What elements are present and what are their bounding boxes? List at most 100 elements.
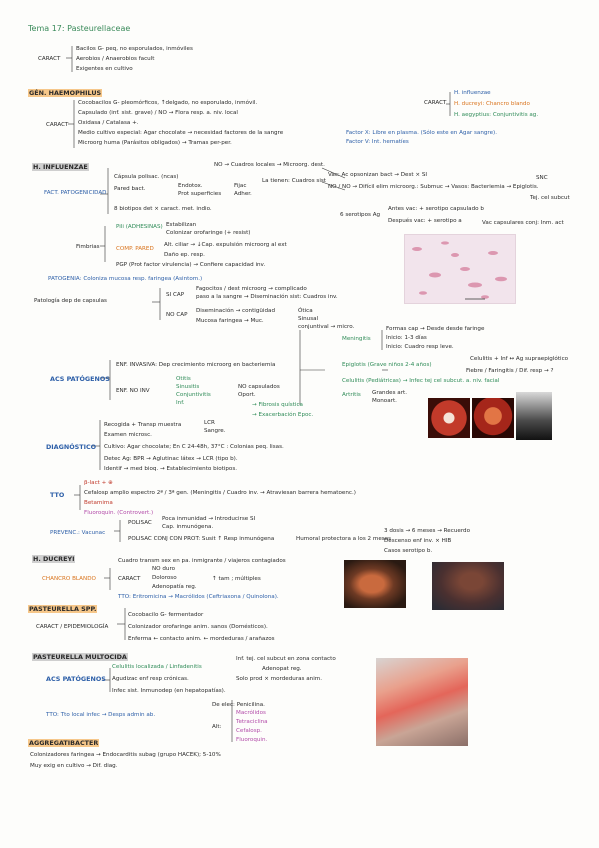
multocida-item: Infec sist. Inmunodep (en hepatopatías). [112,688,226,694]
fact-patogenicidad: FACT. PATOGENICIDAD [44,190,107,196]
serotipos: 6 serotipos Ag [340,212,381,218]
page-title: Tema 17: Pasteurellaceae [28,24,131,33]
vac-item: NO / NO → Difícil elim microorg.: Submuc… [328,184,539,190]
mening-item: Inicio: Cuadro resp leve. [386,344,454,350]
dosis-item: Casos serotipo b. [384,548,433,554]
tto-item: Cefalosp amplio espectro 2ª / 3ª gen. (M… [84,490,356,496]
species-caract-label: CARACT [424,100,447,106]
fibrosis: → Fibrosis quística [252,402,303,408]
tto-ducreyi: TTO: Eritromicina → Macrólidos (Ceftriax… [118,594,279,600]
vac-conj: Vac capsulares conj: Inm. act [482,220,564,226]
caract-item: Exigentes en cultivo [76,66,133,72]
capsule-item: Endotox. [178,183,203,189]
alt-item: Cefalosp. [236,728,262,734]
tto-label: TTO [50,491,65,499]
capsule-item: Pared bact. [114,186,146,192]
si-cap-item: Fagocitos / dest microorg → complicado [196,286,307,292]
chancre-image-2 [432,562,504,610]
alt-item: Tetraciclina [236,719,268,725]
polisac-conj: POLISAC CONJ CON PROT: Susit ↑ Resp inmu… [128,536,275,542]
multocida-item: Agudizac enf resp crónicas. [112,676,189,682]
enf-invasiva: ENF. INVASIVA: Dep crecimiento microorg … [116,362,276,368]
acs-patogenos: ACS PATÓGENOS [50,375,110,383]
tto-item: Betamima [84,500,113,506]
species-item: H. aegyptius: Conjuntivitis ag. [454,112,539,118]
no-inv-right: NO capsulados [238,384,280,390]
artritis-item: Grandes art. [372,390,407,396]
factor-x: Factor X: Libre en plasma. (Sólo este en… [346,130,498,136]
haemophilus-heading: GÉN. HAEMOPHILUS [28,89,103,97]
no-inv-item: Inf. [176,400,185,406]
dosis-item: Descenso enf inv. × HIB [384,538,452,544]
no-inv-right: Oport. [238,392,256,398]
patogenia: PATOGENIA: Coloniza mucosa resp. faringe… [48,276,203,282]
pili-item: Pili (ADHESINAS) [116,224,163,230]
haemo-caract-item: Oxidasa / Catalasa +. [78,120,139,126]
diag-item: Cultivo: Agar chocolate; En C 24-48h, 37… [104,444,284,450]
hand-cellulitis-image [376,658,468,746]
meningitis: Meningitis [342,336,371,342]
hducreyi-heading: H. DUCREYI [32,555,76,563]
patologia: Patología dep de capsulas [34,298,107,304]
epiglotis-note: Fiebre / Faringitis / Dif. resp → ? [466,368,554,374]
tto-item: β-lact + ⊕ [84,480,113,486]
alt-item: Fluoroquin. [236,737,268,743]
snc-item: SNC [536,175,548,181]
vac-item: La tienen: Cuadros sist [262,178,327,184]
pili-item: Estabilizan [166,222,197,228]
xray-image [516,392,552,440]
multocida-right: Adenopat reg. [262,666,302,672]
mening-item: Formas cap → Desde desde faringe [386,326,485,332]
exacerbacion: → Exacerbación Epoc. [252,412,314,418]
pasteurella-multocida-heading: PASTEURELLA MULTOCIDA [32,653,128,661]
artritis: Artritis [342,392,361,398]
antes-vac: Antes vac: + serotipo capsulado b [388,206,484,212]
multocida-right: Solo prod × mordeduras anim. [236,676,323,682]
alt-label: Alt: [212,724,222,730]
comp-pared-item: Daño ep. resp. [164,252,205,258]
artritis-item: Monoart. [372,398,397,404]
haemo-caract-item: Microorg huma (Parásitos obligados) → Tr… [78,140,232,146]
chancro-item: Doloroso [152,575,177,581]
snc-item: Tej. cel subcut [530,195,570,201]
haemo-caract-item: Medio cultivo especial: Agar chocolate →… [78,130,284,136]
chancro-caract-label: CARACT [118,576,141,582]
multocida-item: Celulitis localizada / Linfadenitis [112,664,202,670]
pasteurella-item: Colonizador orofaringe anim. sanos (Domé… [128,624,268,630]
polisac-note: Cap. inmunógena. [162,524,214,530]
capsule-item: 8 biotipos det × caract. met. indio. [114,206,212,212]
no-inv-item: Conjuntivitis [176,392,211,398]
caract-epidemiologia: CARACT / EPIDEMIOLOGÍA [36,624,109,630]
chancro-blando: CHANCRO BLANDO [42,576,96,582]
comp-pared-item: Alt. ciliar → ↓Cap. expulsión microorg a… [164,242,287,248]
chancre-image-1 [344,560,406,608]
no-inv-item: Sinusitis [176,384,200,390]
caract-label: CARACT [38,56,61,62]
caract-item: Aerobios / Anaerobios facult [76,56,155,62]
celulitis-tag: Celulitis + Inf ↔ Ag supraepiglótico [470,356,569,362]
no-inv-item: Otitis [176,376,191,382]
de-eleccion: De elec: Penicilina. [212,702,265,708]
tto-pasteurella: TTO: Tto local infec → Desps admin ab. [46,712,156,718]
haemo-caract-item: Capsulado (inf. sist. grave) / NO → Flor… [78,110,238,116]
no-capsule-note: NO → Cuadros locales → Microorg. dest. [214,162,325,168]
pasteurella-item: Enferma ← contacto anim. ← mordeduras / … [128,636,275,642]
aggregatibacter-item: Colonizadores faringea → Endocarditis su… [30,752,221,758]
mult-acs-patogenos: ACS PATÓGENOS [46,675,106,683]
epiglotis: Epiglotis (Grave niños 2-4 años) [342,362,432,368]
gram-stain-image [404,234,516,304]
comp-pared: COMP. PARED [116,246,154,252]
diag-item: Detec Ag: BPR → Aglutinac látex → LCR (t… [104,456,238,462]
celulitis: Celulitis (Pediátricas) → Infec tej cel … [342,378,500,384]
no-cap: NO CAP [166,312,188,318]
diag-side: LCR [204,420,215,426]
haemo-caract-item: Cocobacilos G- pleomórficos, ↑delgado, n… [78,100,258,106]
mening-item: Inicio: 1-3 días [386,335,427,341]
no-cap-target: conjuntival → micro. [298,324,355,330]
no-cap-item: Diseminación → contigüidad [196,308,276,314]
humoral: Humoral protectora a los 2 meses [296,536,392,542]
chancro-item: Adenopatía reg. [152,584,197,590]
polisac: POLISAC [128,520,152,526]
tto-item: Fluoroquin. (Controvert.) [84,510,154,516]
capsule-item: Cápsula polisac. (ncas) [114,174,179,180]
